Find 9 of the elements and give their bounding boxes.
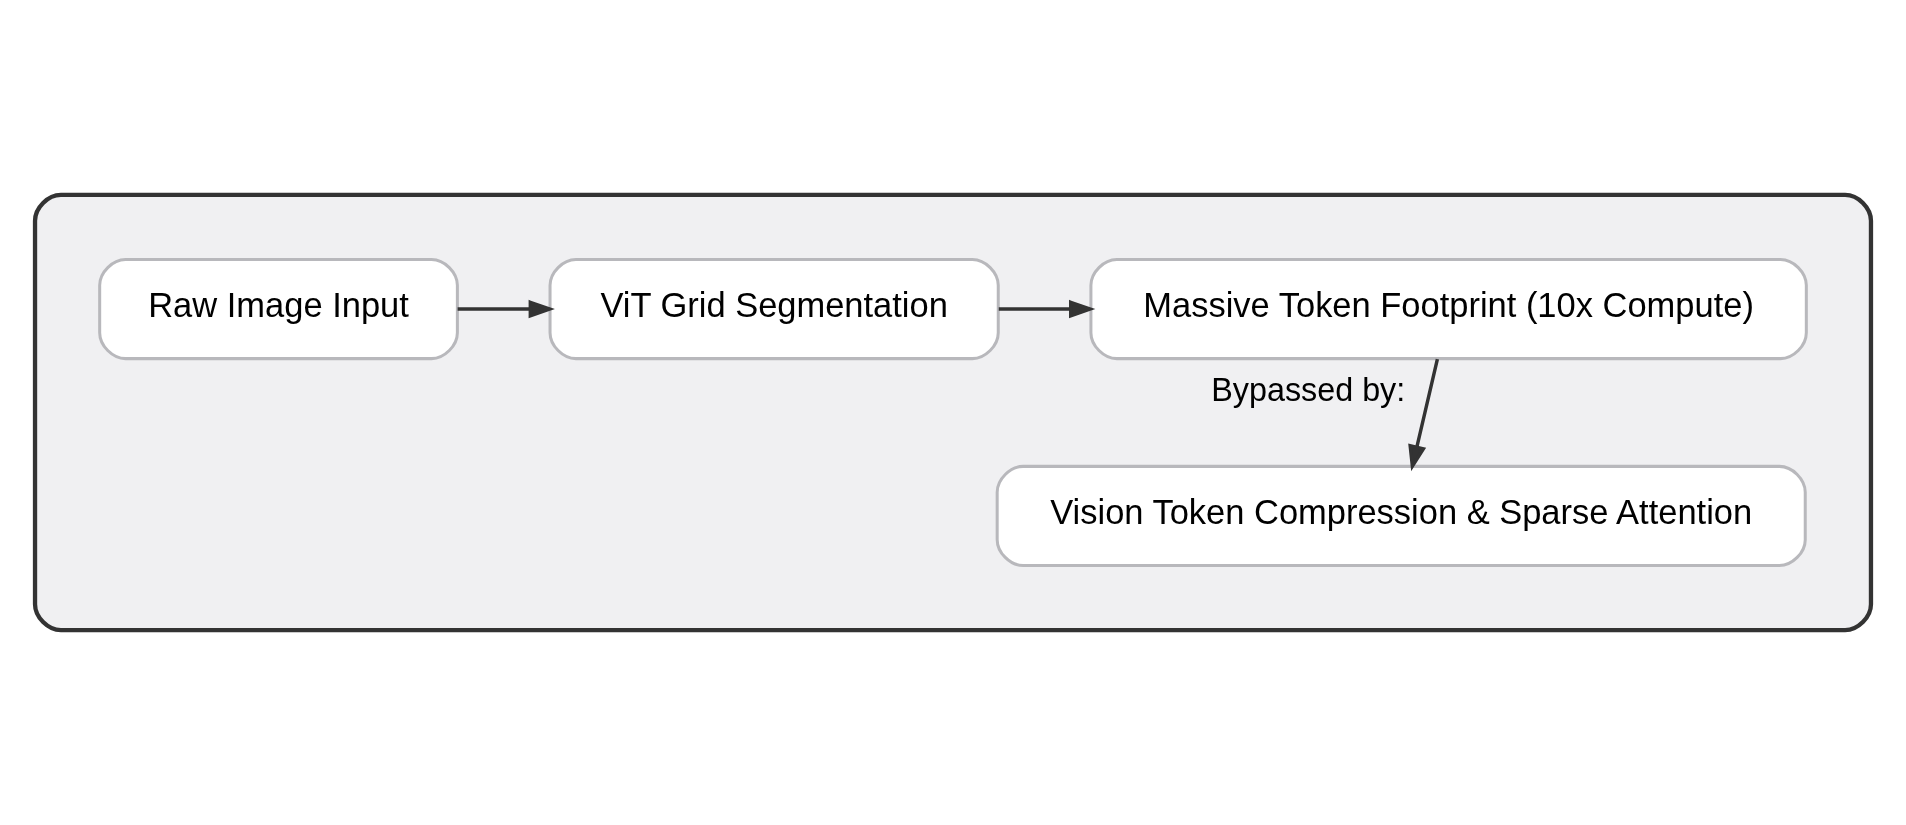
node-box: ViT Grid Segmentation xyxy=(548,258,1000,361)
cluster xyxy=(32,192,1874,633)
arrow xyxy=(998,299,1096,319)
node-box: Raw Image Input xyxy=(98,258,459,361)
edge-label: Bypassed by: xyxy=(1211,372,1406,409)
arrow xyxy=(1408,358,1440,472)
node-box: Massive Token Footprint (10x Compute) xyxy=(1089,258,1808,361)
node-box: Vision Token Compression & Sparse Attention xyxy=(995,464,1807,567)
arrow xyxy=(457,299,555,319)
